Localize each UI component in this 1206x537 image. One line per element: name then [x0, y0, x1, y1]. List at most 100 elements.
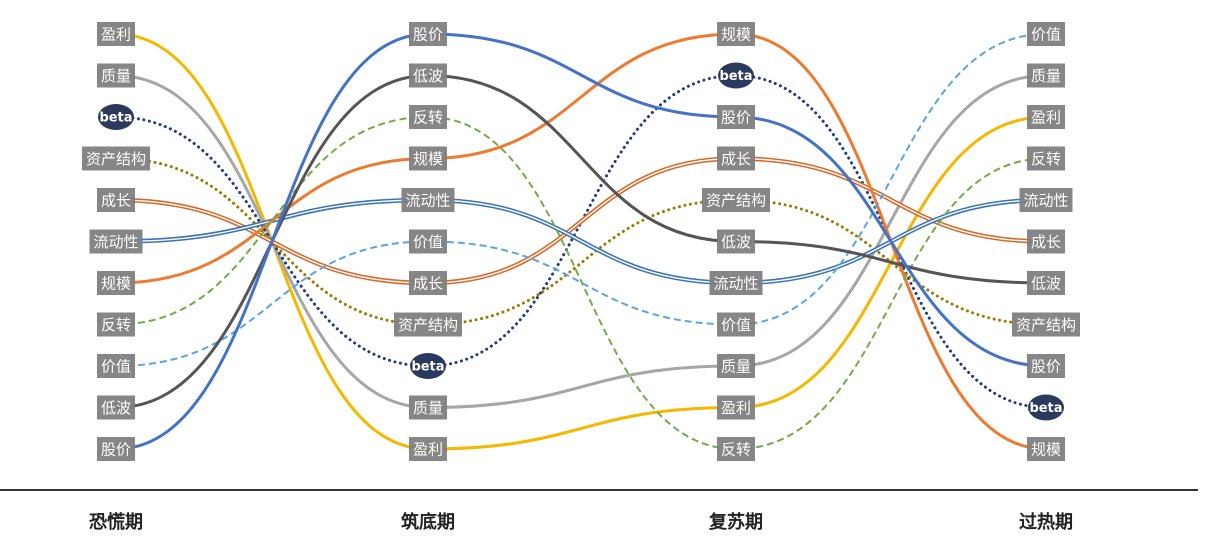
rank-label-text: 股价 [101, 441, 131, 459]
rank-label-beta-1: beta [410, 353, 446, 379]
rank-label-text: 质量 [413, 399, 443, 417]
rank-label-price-1: 股价 [409, 22, 447, 46]
series-lines [114, 32, 1048, 451]
rank-label-text: 反转 [413, 109, 443, 127]
phase-label-3: 过热期 [1019, 511, 1073, 533]
rank-label-text: 盈利 [721, 399, 751, 417]
rank-label-text: 盈利 [413, 441, 443, 459]
rank-label-text: 规模 [101, 275, 131, 293]
rank-label-text: 资产结构 [86, 150, 146, 168]
rank-label-text: 成长 [721, 150, 751, 168]
series-line-growth [115, 156, 1047, 286]
rank-label-text: 流动性 [1023, 192, 1068, 210]
series-line-value [115, 33, 1047, 367]
series-line-lowvol [115, 73, 1047, 409]
series-line-price [115, 32, 1047, 451]
rank-label-asset-1: 资产结构 [394, 312, 462, 337]
rank-label-text: 反转 [721, 441, 751, 459]
rank-label-text: 流动性 [713, 275, 758, 293]
rank-label-text: beta [719, 69, 752, 84]
rank-label-text: 价值 [721, 316, 751, 334]
rank-label-quality-0: 质量 [97, 63, 135, 88]
rank-label-asset-3: 资产结构 [1012, 312, 1080, 337]
rank-label-value-2: 价值 [717, 312, 755, 337]
rank-label-text: beta [99, 111, 132, 126]
rank-label-liquidity-0: 流动性 [89, 229, 143, 254]
rank-label-text: 资产结构 [1016, 316, 1076, 334]
rank-label-text: 质量 [721, 358, 751, 376]
rank-label-profit-1: 盈利 [409, 437, 447, 461]
rank-label-liquidity-3: 流动性 [1019, 188, 1073, 212]
rank-label-beta-0: beta [98, 104, 134, 130]
rank-label-value-3: 价值 [1027, 22, 1065, 46]
rank-label-text: beta [1029, 401, 1062, 416]
series-line-liquidity [115, 197, 1047, 286]
rank-label-text: 价值 [101, 358, 131, 376]
phase-label-2: 复苏期 [708, 511, 763, 533]
rank-label-text: 盈利 [101, 26, 131, 44]
rank-label-text: 规模 [413, 150, 443, 168]
rank-label-lowvol-3: 低波 [1027, 271, 1065, 295]
rank-label-value-0: 价值 [97, 354, 135, 378]
rank-label-text: 低波 [413, 67, 443, 85]
rank-label-text: 价值 [1031, 26, 1061, 44]
rank-label-text: 反转 [101, 316, 131, 334]
rank-label-text: 低波 [721, 233, 751, 251]
rank-label-profit-2: 盈利 [717, 395, 755, 420]
rank-label-price-2: 股价 [717, 105, 755, 129]
rank-label-beta-3: beta [1028, 394, 1064, 421]
rank-label-text: 质量 [1031, 67, 1061, 85]
rank-label-growth-3: 成长 [1027, 229, 1065, 254]
rank-label-reversal-0: 反转 [97, 312, 135, 337]
rank-label-price-0: 股价 [97, 437, 135, 461]
rank-label-size-1: 规模 [409, 146, 447, 171]
rank-label-lowvol-0: 低波 [97, 395, 135, 420]
rank-label-price-3: 股价 [1027, 354, 1065, 378]
rank-label-asset-0: 资产结构 [82, 146, 150, 171]
rank-labels: 盈利盈利盈利盈利质量质量质量质量betabetabetabeta资产结构资产结构… [82, 22, 1080, 461]
rank-label-text: 成长 [101, 192, 131, 210]
rank-label-liquidity-1: 流动性 [401, 188, 455, 212]
rank-label-text: 质量 [101, 67, 131, 85]
rank-label-liquidity-2: 流动性 [709, 271, 763, 295]
series-line-reversal [115, 115, 1047, 451]
phase-axis: 恐慌期 筑底期 复苏期 过热期 [89, 511, 1073, 533]
rank-label-text: 成长 [413, 275, 443, 293]
rank-label-profit-3: 盈利 [1027, 105, 1065, 129]
rank-label-reversal-1: 反转 [409, 105, 447, 129]
rank-label-text: 流动性 [93, 233, 138, 251]
rank-label-size-2: 规模 [717, 22, 755, 46]
rank-label-beta-2: beta [718, 62, 754, 89]
series-line-beta [114, 73, 1048, 409]
phase-label-0: 恐慌期 [89, 511, 143, 533]
rank-label-lowvol-2: 低波 [717, 229, 755, 254]
rank-label-text: 盈利 [1031, 109, 1061, 127]
rank-label-text: 成长 [1031, 233, 1061, 251]
rank-label-growth-1: 成长 [409, 271, 447, 295]
rank-label-quality-1: 质量 [409, 395, 447, 420]
rank-label-text: 反转 [1031, 150, 1061, 168]
rank-label-lowvol-1: 低波 [409, 63, 447, 88]
rank-label-growth-0: 成长 [97, 188, 135, 212]
rank-label-quality-3: 质量 [1027, 63, 1065, 88]
rank-label-value-1: 价值 [409, 229, 447, 254]
rank-label-text: 低波 [1031, 275, 1061, 293]
rank-label-text: 流动性 [405, 192, 450, 210]
phase-label-1: 筑底期 [401, 511, 455, 533]
rank-label-text: beta [411, 360, 444, 375]
rank-label-text: 股价 [721, 109, 751, 127]
rank-label-text: 股价 [413, 26, 443, 44]
rank-label-text: 股价 [1031, 358, 1061, 376]
rank-label-text: 规模 [721, 26, 751, 44]
rank-label-growth-2: 成长 [717, 146, 755, 171]
rank-label-quality-2: 质量 [717, 354, 755, 378]
rank-label-profit-0: 盈利 [97, 22, 135, 46]
rank-label-size-3: 规模 [1027, 437, 1065, 461]
rank-label-text: 资产结构 [706, 192, 766, 210]
rank-label-text: 规模 [1031, 441, 1061, 459]
rank-label-asset-2: 资产结构 [702, 188, 770, 212]
rank-label-reversal-3: 反转 [1027, 146, 1065, 171]
rank-label-size-0: 规模 [97, 271, 135, 295]
rank-label-text: 价值 [413, 233, 443, 251]
